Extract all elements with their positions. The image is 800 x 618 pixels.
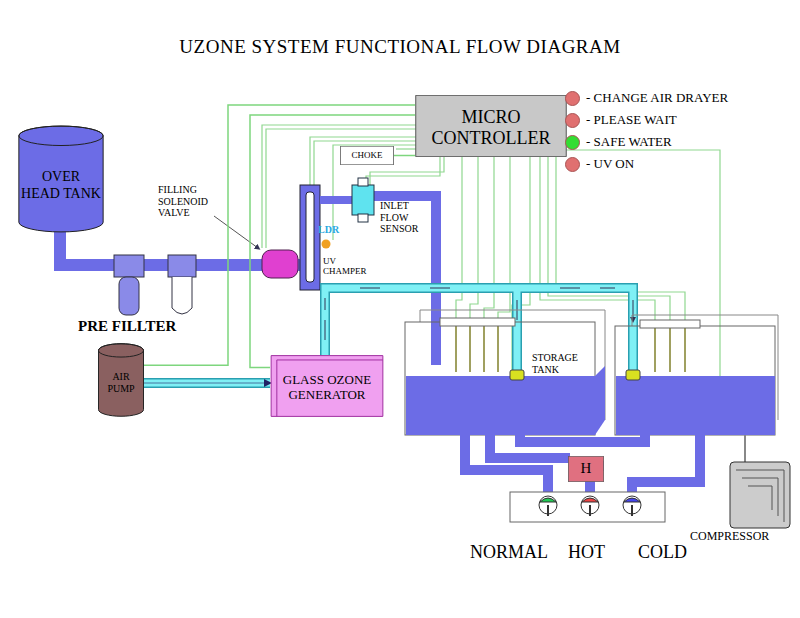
control-wire [394, 155, 415, 156]
choke-box: CHOKE [340, 146, 394, 165]
legend-text: - PLEASE WAIT [586, 112, 677, 128]
part-label: INLET FLOW SENSOR [380, 200, 430, 235]
node-text: GLASS OZONE GENERATOR [273, 373, 381, 403]
outlet-label: NORMAL [470, 542, 548, 563]
part-label: LDR [318, 224, 339, 236]
node-text: OVER HEAD TANK [21, 169, 101, 201]
part-label: STORAGE TANK [532, 352, 590, 375]
legend-swatch [565, 91, 580, 106]
legend-row: - UV ON [565, 156, 634, 172]
node-text: AIR PUMP [101, 371, 141, 394]
legend-text: - UV ON [586, 156, 634, 172]
legend-row: - SAFE WATER [565, 134, 672, 150]
overhead-tank: OVER HEAD TANK [18, 125, 104, 233]
node-text: H [581, 460, 592, 477]
micro-controller-box: MICRO CONTROLLER [415, 95, 567, 157]
diagram-title: UZONE SYSTEM FUNCTIONAL FLOW DIAGRAM [0, 36, 800, 58]
part-label: PRE FILLTER [78, 318, 176, 335]
control-wire [144, 105, 415, 365]
node-text: MICRO CONTROLLER [418, 107, 564, 148]
outlet-label: HOT [568, 542, 605, 563]
part-label: COMPRESSOR [690, 530, 769, 544]
legend-row: - CHANGE AIR DRAYER [565, 90, 728, 106]
ozone-generator-box: GLASS OZONE GENERATOR [270, 355, 384, 417]
legend-swatch [565, 157, 580, 172]
legend-text: - SAFE WATER [586, 134, 672, 150]
air-pipe [144, 383, 270, 384]
legend-text: - CHANGE AIR DRAYER [586, 90, 728, 106]
air-pump: AIR PUMP [98, 343, 144, 417]
legend-swatch [565, 135, 580, 150]
control-wire [250, 115, 415, 367]
outlet-label: COLD [638, 542, 687, 563]
part-label: UV CHAMPER [323, 256, 381, 277]
node-text: CHOKE [352, 150, 383, 160]
legend-row: - PLEASE WAIT [565, 112, 677, 128]
heater-box: H [568, 456, 604, 482]
part-label: FILLING SOLENOID VALVE [158, 184, 218, 219]
legend-swatch [565, 113, 580, 128]
